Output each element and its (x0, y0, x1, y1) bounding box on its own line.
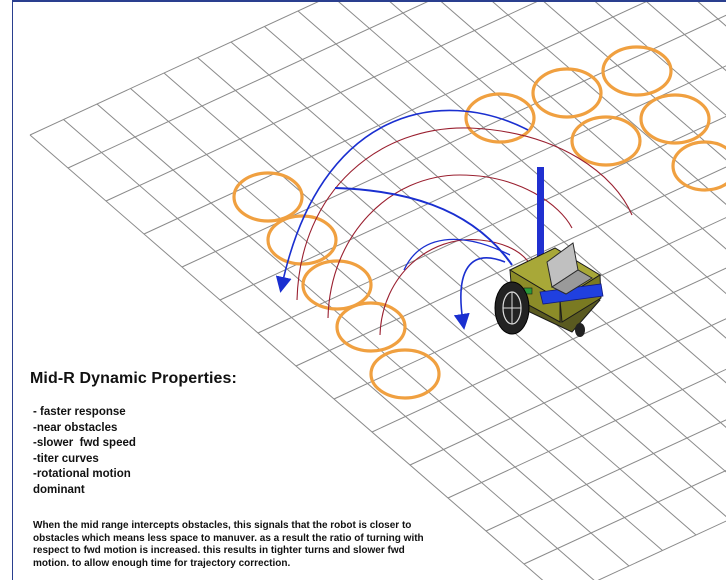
obstacle-ring-icon (464, 92, 536, 144)
property-item: dominant (33, 483, 85, 496)
property-item: - faster response (33, 406, 126, 418)
description: When the mid range intercepts obstacles,… (33, 520, 493, 570)
wheeled-robot-icon (494, 167, 604, 337)
obstacle-ring-icon (671, 140, 726, 192)
trajectory-arrow-icon (453, 257, 506, 330)
grid-line (219, 65, 726, 301)
obstacle-ring-icon (266, 214, 338, 266)
obstacle-ring-icon (570, 115, 642, 167)
description-line: When the mid range intercepts obstacles,… (33, 520, 412, 531)
grid-line (63, 119, 595, 580)
property-item: -rotational motion (33, 468, 131, 480)
robot-stripe (539, 283, 604, 305)
obstacle-ring-icon (639, 93, 711, 145)
robot-laptop-base (550, 269, 593, 295)
robot-caster (575, 323, 585, 337)
grid-line (29, 2, 319, 136)
grid-line (333, 217, 726, 400)
grid-line (371, 267, 726, 433)
page-frame (12, 0, 726, 580)
obstacle-ring-icon (232, 171, 304, 223)
obstacle-ring-icon (301, 259, 373, 311)
heading: Mid-R Dynamic Properties: (30, 370, 237, 387)
robot-mast (537, 167, 544, 265)
trajectory-arrow-icon (403, 238, 511, 271)
grid-line (523, 469, 726, 565)
obstacle-ring-icon (369, 348, 441, 400)
obstacle-ring-icon (335, 301, 407, 353)
obstacle-ring-icon (601, 45, 673, 97)
property-list: - faster response -near obstacles -slowe… (33, 405, 136, 498)
grid-line (543, 2, 726, 161)
grid-line (105, 2, 538, 202)
grid-line (29, 134, 544, 580)
trajectory-arrow-icon (275, 109, 529, 293)
grid-line (597, 520, 726, 580)
trajectory-arrow-icon (334, 187, 513, 266)
obstacle-rings (232, 45, 726, 400)
grid-line (485, 419, 726, 532)
property-item: -slower fwd speed (33, 437, 136, 449)
grid-line (492, 2, 726, 205)
grid-line (338, 2, 726, 339)
obstacle-ring-icon (531, 67, 603, 119)
grid-line (67, 2, 428, 169)
description-line: motion. to allow enough time for traject… (33, 557, 291, 569)
floor-grid (29, 0, 726, 580)
grid-line (447, 368, 726, 499)
property-item: -titer curves (33, 452, 99, 465)
property-item: -near obstacles (33, 421, 118, 434)
grid-line (667, 0, 726, 303)
grid-line (409, 318, 726, 466)
description-line: obstacles which means less space to manu… (33, 532, 424, 544)
red-arc-outer (296, 127, 633, 301)
grid-line (594, 2, 726, 116)
grid-line (440, 2, 726, 250)
red-arc-middle (327, 174, 573, 319)
grid-line (295, 166, 726, 367)
description-line: respect to fwd motion is increased. this… (33, 545, 405, 556)
trajectory-arrows (275, 109, 529, 330)
grid-line (143, 2, 647, 235)
